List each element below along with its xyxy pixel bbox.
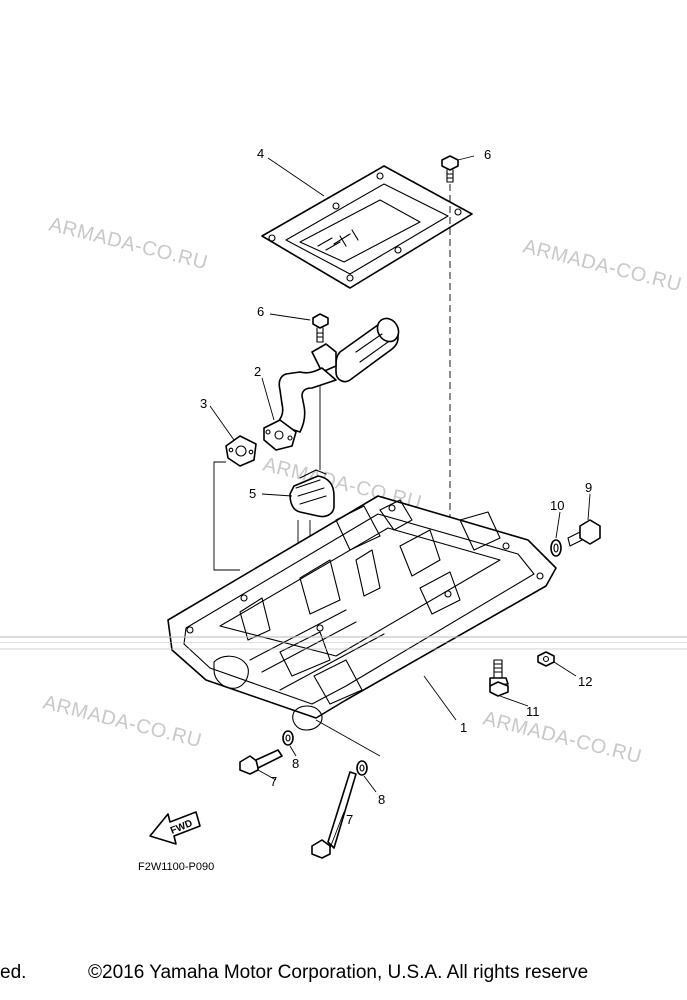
callout-oil-pan: 1 — [460, 720, 467, 735]
leader-lines — [209, 155, 591, 849]
callout-washer-front: 8 — [292, 756, 299, 771]
damper — [289, 469, 335, 518]
callout-cover: 4 — [257, 146, 264, 161]
washer-front — [282, 730, 294, 746]
watermark-bottom-right: ARMADA-CO.RU — [481, 708, 644, 769]
forward-arrow-icon: FWD — [149, 811, 201, 845]
watermark-top-left: ARMADA-CO.RU — [47, 214, 210, 275]
watermark-bottom-left: ARMADA-CO.RU — [41, 692, 204, 753]
callout-bolt-front: 7 — [270, 774, 277, 789]
scan-noise-band — [0, 636, 687, 650]
callout-washer-rear: 8 — [378, 792, 385, 807]
drain-bolt — [567, 519, 601, 547]
reference-code: F2W1100-P090 — [138, 861, 214, 873]
footer-left-fragment: ed. — [0, 962, 27, 983]
guide-line-gasket — [213, 461, 240, 571]
oil-strainer — [263, 317, 400, 451]
callout-bolt-cover: 6 — [484, 147, 491, 162]
bolt-rear — [311, 771, 357, 859]
bolt-strainer — [312, 313, 329, 343]
callout-damper: 5 — [249, 486, 256, 501]
callout-drain-gasket: 10 — [550, 498, 564, 513]
watermark-top-right: ARMADA-CO.RU — [521, 236, 684, 297]
callout-stud-bolt: 11 — [526, 704, 540, 719]
callout-nut: 12 — [578, 674, 592, 689]
callout-bolt-rear: 7 — [346, 812, 353, 827]
nut — [537, 651, 555, 667]
drain-gasket — [550, 539, 562, 557]
callout-gasket-strainer: 3 — [200, 396, 207, 411]
callout-drain-bolt: 9 — [585, 480, 592, 495]
copyright-footer: ed. ©2016 Yamaha Motor Corporation, U.S.… — [0, 962, 687, 986]
bolt-front — [239, 749, 283, 775]
oil-pan — [167, 495, 557, 731]
callout-oil-strainer: 2 — [254, 364, 261, 379]
footer-copyright-text: ©2016 Yamaha Motor Corporation, U.S.A. A… — [88, 962, 589, 983]
cover-plate — [261, 165, 473, 289]
guide-line-rear-bolt — [315, 719, 381, 757]
gasket-strainer — [225, 435, 257, 467]
bolt-cover — [441, 155, 459, 183]
stud-bolt — [489, 659, 509, 697]
callout-bolt-strainer: 6 — [257, 304, 264, 319]
washer-rear — [356, 760, 368, 776]
